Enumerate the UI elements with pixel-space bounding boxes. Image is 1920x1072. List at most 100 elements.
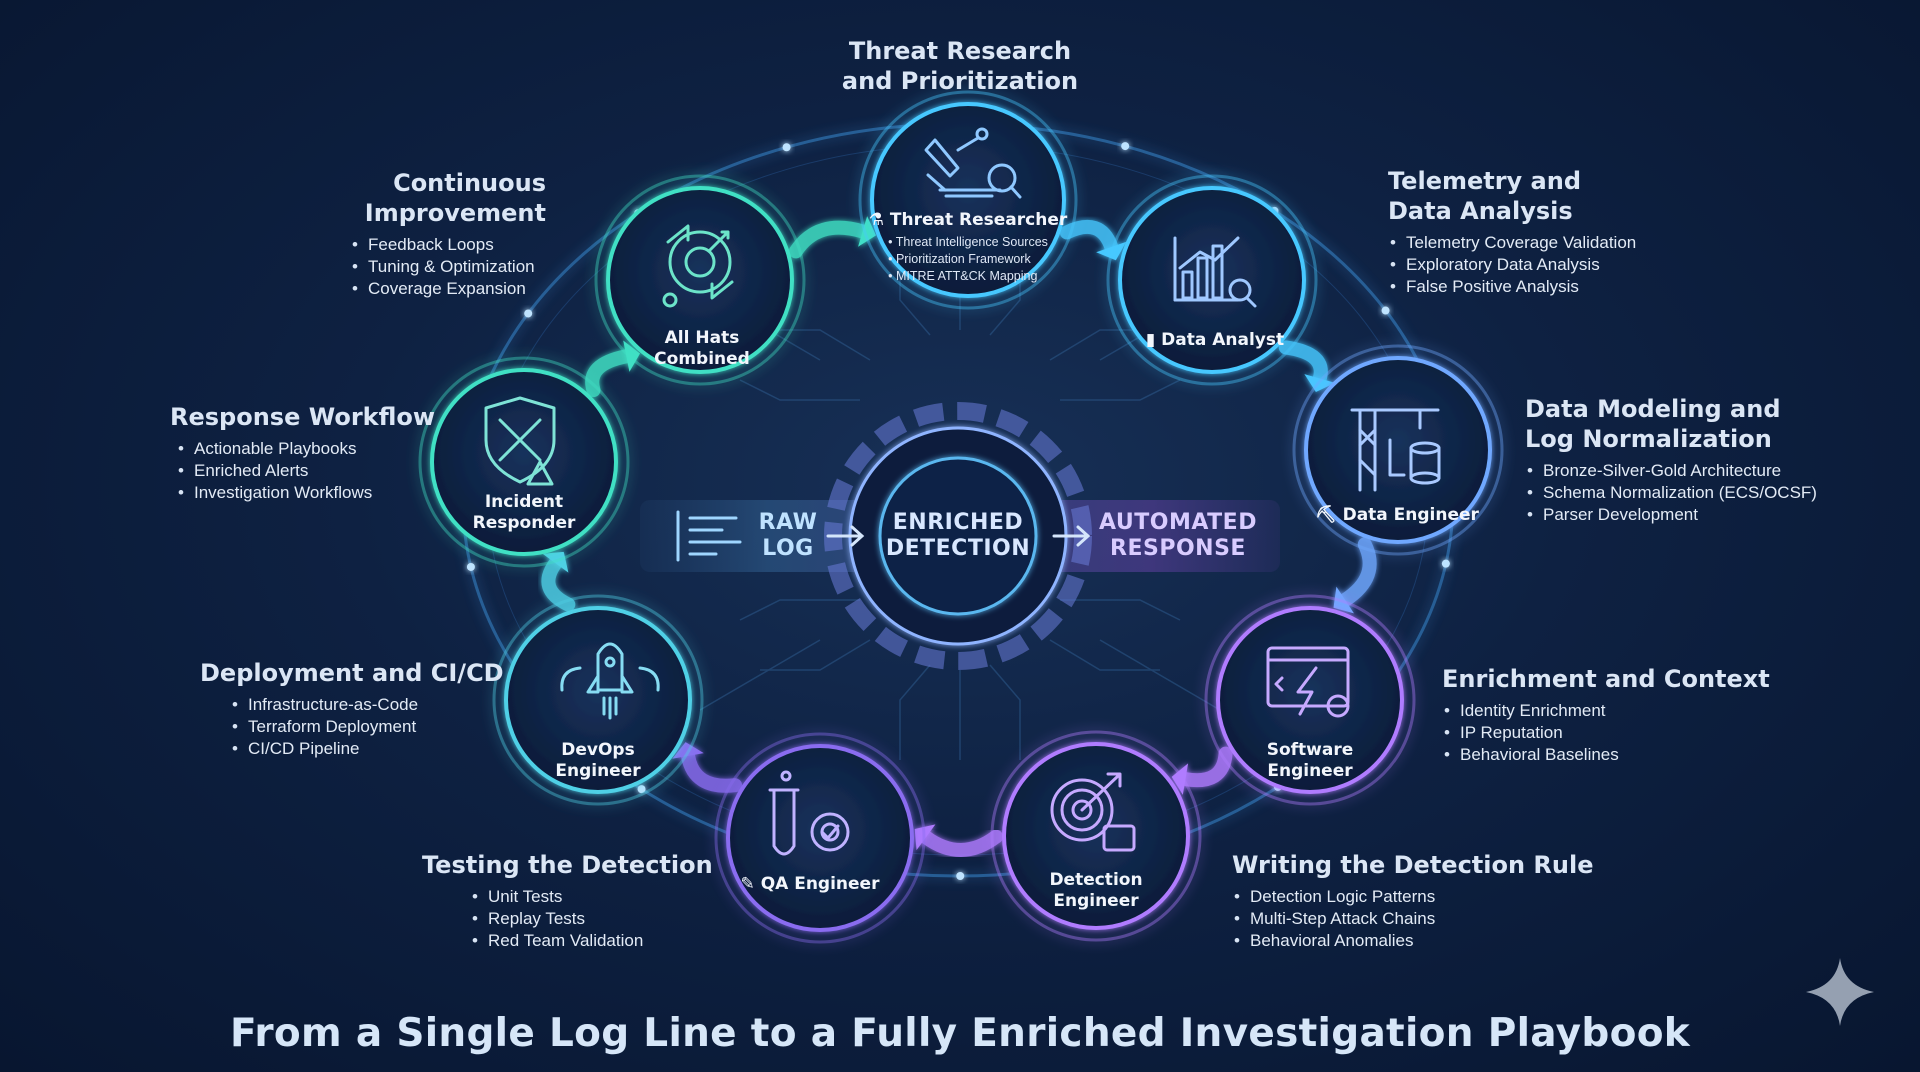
flow-arrowhead — [623, 340, 641, 372]
lightning-code-icon — [1266, 646, 1350, 718]
ring-node-dot — [524, 309, 533, 318]
flow-arrowhead — [1333, 586, 1354, 614]
center-enriched-detection: ENRICHED DETECTION — [885, 510, 1031, 561]
ring-node-dot — [1381, 306, 1390, 315]
role-label-detection-engineer: Detection Engineer — [1049, 870, 1142, 912]
ring-node-dot — [1441, 559, 1450, 568]
list-item: Actionable Playbooks — [176, 438, 435, 460]
list-item: Bronze-Silver-Gold Architecture — [1525, 460, 1817, 482]
role-text: QA Engineer — [760, 874, 880, 894]
rocket-cloud-icon — [560, 642, 660, 720]
stage-bullets-writing-rule: Detection Logic Patterns Multi-Step Atta… — [1232, 886, 1594, 952]
list-item: MITRE ATT&CK Mapping — [888, 268, 1048, 285]
list-item: Investigation Workflows — [176, 482, 435, 504]
stage-title-testing: Testing the Detection — [422, 851, 713, 879]
role-text: All Hats Combined — [654, 328, 750, 369]
list-item: Prioritization Framework — [888, 251, 1048, 268]
list-item: CI/CD Pipeline — [230, 738, 504, 760]
stage-title-response: Response Workflow — [170, 403, 436, 431]
stage-telemetry: Telemetry and Data Analysis Telemetry Co… — [1388, 166, 1636, 298]
flow-arrow — [1059, 219, 1119, 254]
role-circle-incident-responder — [418, 356, 630, 568]
list-item: Infrastructure-as-Code — [230, 694, 504, 716]
footer-title: From a Single Log Line to a Fully Enrich… — [229, 1011, 1691, 1056]
flow-arrowhead — [1171, 763, 1189, 795]
circuit-lines — [699, 240, 1221, 760]
role-text: Incident Responder — [472, 492, 576, 533]
center-raw-log: RAW LOG — [758, 510, 818, 561]
test-tube-gear-icon — [768, 770, 850, 856]
flow-arrow — [918, 829, 1004, 857]
ring-node-dot — [637, 785, 646, 794]
stage-title-telemetry: Telemetry and Data Analysis — [1388, 167, 1582, 225]
role-text: Detection Engineer — [1049, 870, 1143, 911]
role-label-incident-responder: Incident Responder — [473, 492, 576, 534]
stage-bullets-telemetry: Telemetry Coverage Validation Explorator… — [1388, 232, 1636, 298]
flow-arrow — [1278, 340, 1328, 386]
list-item: False Positive Analysis — [1388, 276, 1636, 298]
stage-bullets-improvement: Feedback Loops Tuning & Optimization Cov… — [350, 234, 546, 300]
role-text: Software Engineer — [1266, 740, 1354, 781]
stage-title-data-modeling: Data Modeling and Log Normalization — [1525, 395, 1781, 453]
list-item: Schema Normalization (ECS/OCSF) — [1525, 482, 1817, 504]
list-item: Telemetry Coverage Validation — [1388, 232, 1636, 254]
role-label-qa-engineer: ✎ QA Engineer — [740, 874, 880, 894]
stage-bullets-deployment: Infrastructure-as-Code Terraform Deploym… — [230, 694, 504, 760]
stage-bullets-data-modeling: Bronze-Silver-Gold Architecture Schema N… — [1525, 460, 1817, 526]
stage-response: Response Workflow Actionable Playbooks E… — [170, 402, 435, 504]
flow-arrow — [1178, 746, 1233, 788]
list-item: Behavioral Anomalies — [1232, 930, 1594, 952]
list-item: Terraform Deployment — [230, 716, 504, 738]
role-label-data-analyst: ▮ Data Analyst — [1145, 330, 1285, 350]
list-item: Threat Intelligence Sources — [888, 234, 1048, 251]
role-bullets-threat-researcher: Threat Intelligence Sources Prioritizati… — [888, 234, 1048, 285]
sparkle-icon — [1806, 958, 1874, 1026]
list-item: Multi-Step Attack Chains — [1232, 908, 1594, 930]
list-item: Tuning & Optimization — [350, 256, 546, 278]
role-circle-qa-engineer — [714, 732, 926, 944]
role-circle-all-hats — [594, 174, 806, 386]
stage-deployment: Deployment and CI/CD Infrastructure-as-C… — [200, 658, 504, 760]
list-item: Parser Development — [1525, 504, 1817, 526]
stage-bullets-response: Actionable Playbooks Enriched Alerts Inv… — [176, 438, 435, 504]
crane-database-icon — [1350, 408, 1441, 492]
list-item: Replay Tests — [470, 908, 713, 930]
stage-title-improvement: Continuous Improvement — [364, 169, 546, 227]
ring-node-dot — [782, 143, 791, 152]
list-item: Identity Enrichment — [1442, 700, 1770, 722]
flow-arrow — [1338, 537, 1377, 608]
center-automated-response: AUTOMATED RESPONSE — [1099, 510, 1257, 561]
role-text: Data Analyst — [1161, 330, 1285, 350]
role-label-threat-researcher: ⚗ Threat Researcher — [868, 210, 1068, 230]
flow-arrow — [585, 349, 634, 398]
role-text: DevOps Engineer — [555, 740, 641, 781]
list-item: Feedback Loops — [350, 234, 546, 256]
stage-enrichment: Enrichment and Context Identity Enrichme… — [1442, 664, 1770, 766]
stage-data-modeling: Data Modeling and Log Normalization Bron… — [1525, 394, 1817, 526]
stage-title-deployment: Deployment and CI/CD — [200, 659, 504, 687]
role-text: Threat Researcher — [889, 210, 1068, 230]
role-circle-software-engineer — [1204, 594, 1416, 806]
flow-arrow — [681, 748, 743, 793]
list-item: Detection Logic Patterns — [1232, 886, 1594, 908]
list-item: Unit Tests — [470, 886, 713, 908]
role-label-devops-engineer: DevOps Engineer — [555, 740, 640, 782]
target-icon — [1050, 772, 1136, 852]
ring-node-dot — [956, 871, 965, 880]
role-icons — [484, 127, 1441, 856]
stage-title-threat-research: Threat Research and Prioritization — [841, 37, 1079, 95]
shield-sword-icon — [484, 396, 556, 486]
role-label-all-hats: All Hats Combined — [654, 328, 750, 370]
role-label-data-engineer: ⛏ Data Engineer — [1315, 505, 1479, 525]
role-text: Data Engineer — [1342, 505, 1479, 525]
log-lines-icon — [676, 510, 742, 562]
refresh-gear-icon — [662, 224, 734, 308]
stage-writing-rule: Writing the Detection Rule Detection Log… — [1232, 850, 1594, 952]
microscope-icon — [924, 127, 1022, 199]
list-item: Coverage Expansion — [350, 278, 546, 300]
role-circle-data-engineer — [1292, 344, 1504, 556]
flow-arrow — [788, 220, 870, 259]
stage-title-writing-rule: Writing the Detection Rule — [1232, 851, 1594, 879]
list-item: Enriched Alerts — [176, 460, 435, 482]
bar-chart-icon — [1173, 236, 1257, 308]
